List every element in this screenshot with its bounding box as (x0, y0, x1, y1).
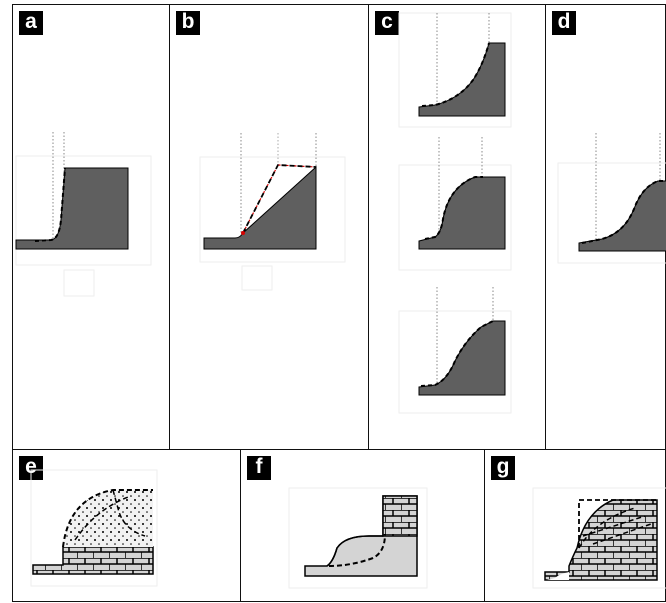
panel-a: a (12, 4, 170, 450)
panel-f: f (240, 449, 485, 602)
panel-label-b: b (176, 11, 200, 35)
slope-diagram-a (15, 132, 152, 297)
panel-label-a: a (19, 11, 43, 35)
slope-diagram-b (199, 133, 346, 291)
panel-c: c (368, 4, 546, 450)
slope-diagram-d (557, 133, 666, 264)
panel-d: d (545, 4, 666, 450)
panel-g: g (484, 449, 666, 602)
panel-label-g: g (491, 456, 515, 480)
panel-label-c: c (375, 11, 399, 35)
panel-label-f: f (247, 456, 271, 480)
panel-label-d: d (552, 11, 576, 35)
panel-e: e (12, 449, 241, 602)
slope-diagram-g (532, 487, 666, 589)
slope-diagram-f (288, 487, 428, 589)
slope-diagram-c (398, 12, 512, 414)
panel-b: b (169, 4, 369, 450)
slope-diagram-e (30, 469, 158, 587)
